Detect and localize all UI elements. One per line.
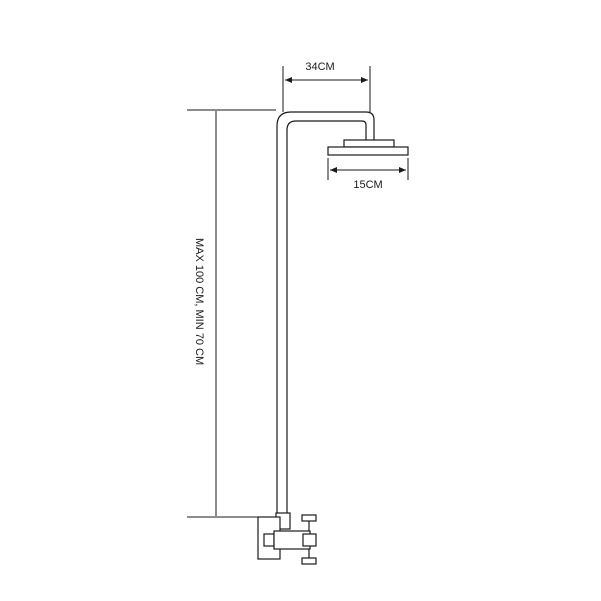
riser-and-arm-inner — [286, 120, 367, 515]
wall-flange — [263, 533, 275, 547]
height-dimension — [187, 109, 276, 518]
head-width-dimension — [327, 158, 409, 180]
height-label: MAX 100 CM, MIN 70 CM — [193, 238, 205, 365]
valve-handle-hub — [302, 533, 317, 547]
head-width-label: 15CM — [353, 179, 382, 191]
shower-head-plate — [327, 146, 409, 156]
mixer-valve — [257, 512, 317, 565]
valve-handle-cap-top — [301, 514, 317, 522]
valve-handle-cap-bottom — [301, 557, 317, 565]
arm-width-dimension — [282, 66, 371, 112]
shower-pipe — [276, 111, 375, 515]
shower-head — [327, 139, 409, 156]
shower-head-neck — [343, 139, 395, 148]
arm-width-label: 34CM — [305, 61, 334, 73]
